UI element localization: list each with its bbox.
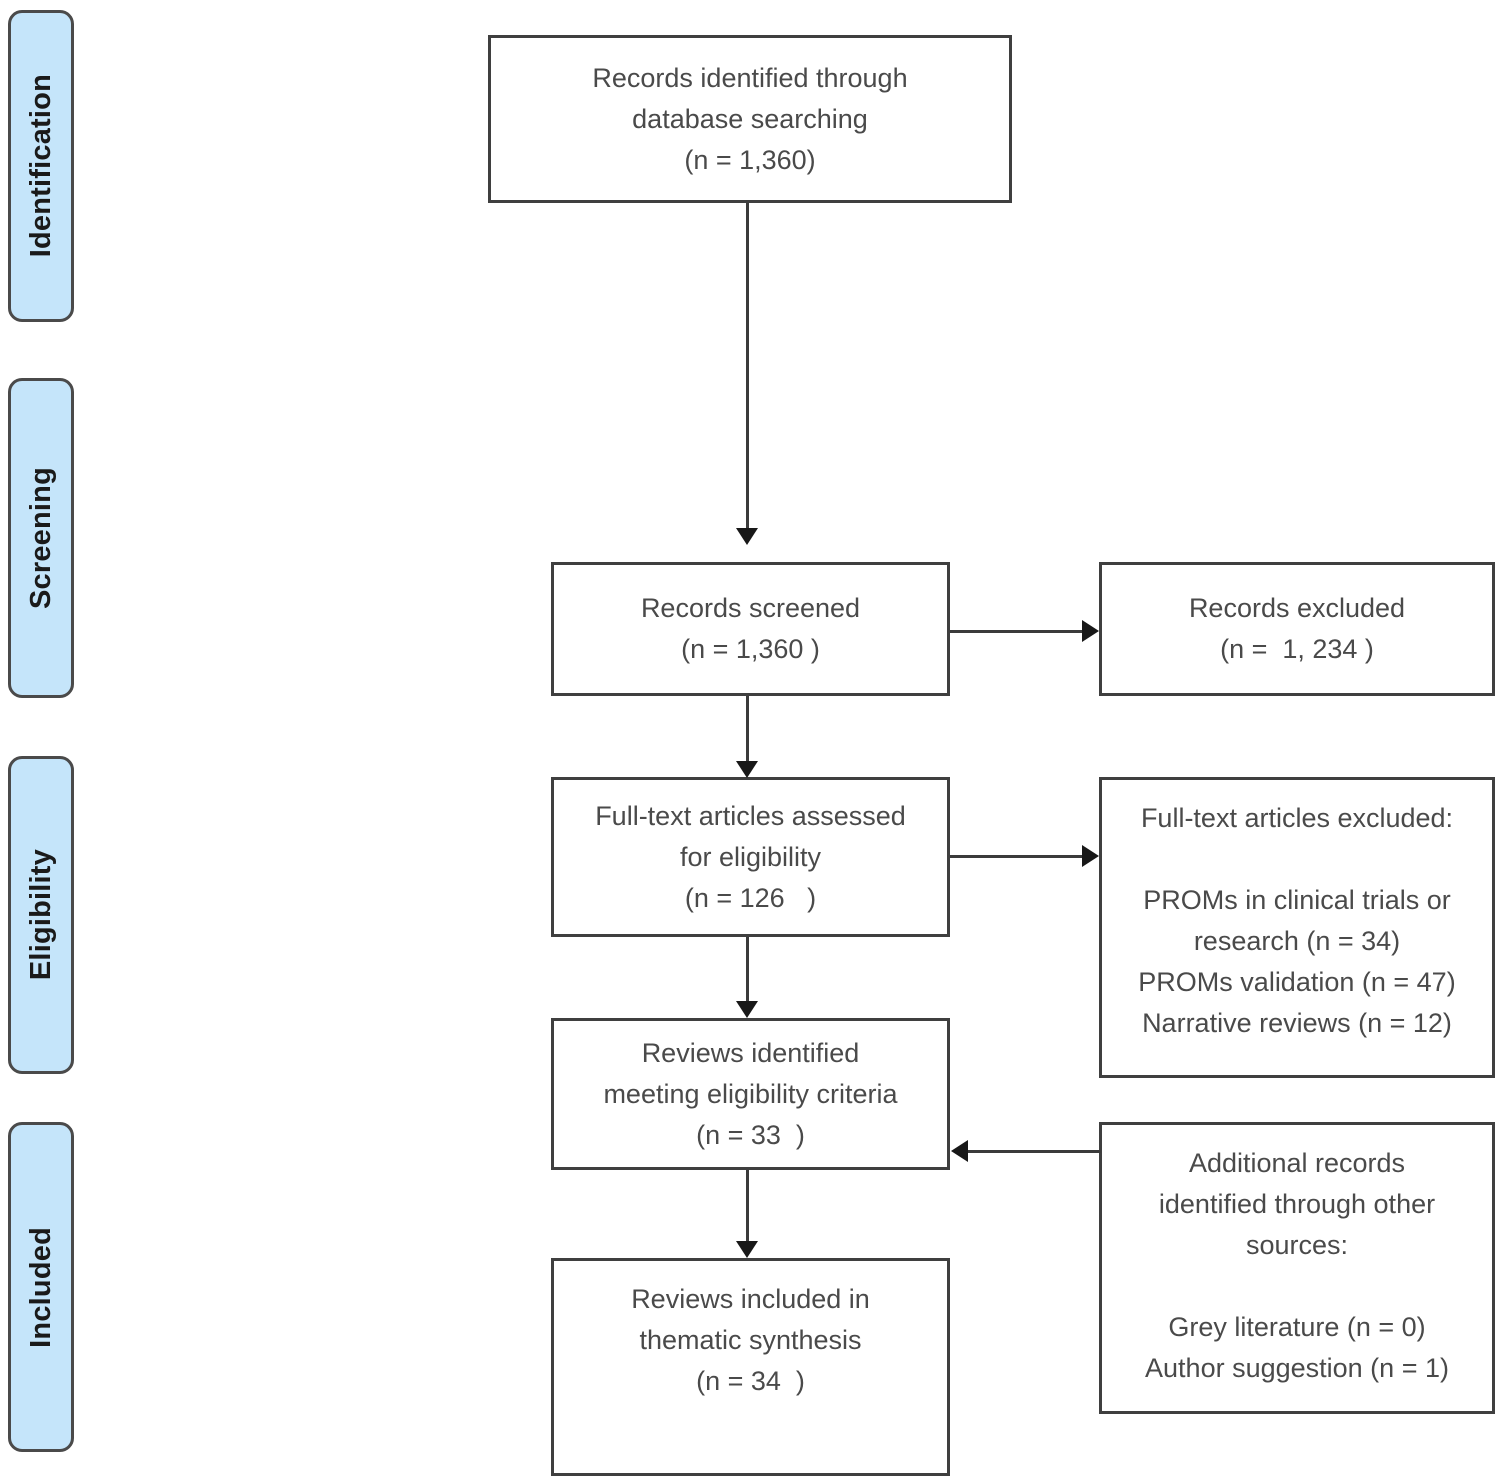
connector-fulltext-to-reviews-line <box>746 937 749 1001</box>
box-fulltext-assessed: Full-text articles assessed for eligibil… <box>551 777 950 937</box>
box-fulltext-excluded-reason3: Narrative reviews (n = 12) <box>1142 1008 1452 1038</box>
box-additional-records-source1: Grey literature (n = 0) <box>1168 1312 1426 1342</box>
stage-label-identification-text: Identification <box>24 74 57 258</box>
connector-additional-to-reviews-line <box>968 1150 1101 1153</box>
box-additional-records-line1: Additional records <box>1188 1148 1406 1178</box>
stage-label-identification: Identification <box>8 10 74 322</box>
box-records-screened-line1: Records screened <box>640 593 861 623</box>
connector-fulltext-to-ftexcluded-arrowhead <box>1082 845 1099 867</box>
stage-label-eligibility: Eligibility <box>8 756 74 1074</box>
connector-screened-to-fulltext-arrowhead <box>736 761 758 778</box>
connector-identified-to-screened-arrowhead <box>736 528 758 545</box>
connector-screened-to-excluded-arrowhead <box>1082 620 1099 642</box>
box-reviews-included-count: (n = 34 ) <box>696 1366 805 1396</box>
box-additional-records-line3: sources: <box>1245 1230 1349 1260</box>
box-additional-records-source2: Author suggestion (n = 1) <box>1145 1353 1449 1383</box>
box-reviews-identified-line2: meeting eligibility criteria <box>603 1078 898 1109</box>
box-fulltext-excluded-reason2: PROMs validation (n = 47) <box>1138 967 1456 997</box>
box-records-excluded-line1: Records excluded <box>1188 593 1406 623</box>
stage-label-eligibility-text: Eligibility <box>24 849 57 981</box>
box-records-identified-line2: database searching <box>632 103 868 134</box>
box-additional-records-line2: identified through other <box>1158 1189 1436 1219</box>
box-records-identified-line1: Records identified through <box>592 62 908 93</box>
connector-fulltext-to-reviews-arrowhead <box>736 1001 758 1018</box>
stage-label-included: Included <box>8 1122 74 1452</box>
connector-additional-to-reviews-arrowhead <box>951 1140 968 1162</box>
box-reviews-identified-line1: Reviews identified <box>641 1037 860 1068</box>
box-fulltext-assessed-line1: Full-text articles assessed <box>595 800 906 831</box>
connector-reviews-to-included-line <box>746 1170 749 1241</box>
connector-identified-to-screened-line <box>746 203 749 528</box>
box-records-identified-count: (n = 1,360) <box>684 144 816 175</box>
connector-reviews-to-included-arrowhead <box>736 1241 758 1258</box>
stage-label-screening: Screening <box>8 378 74 698</box>
box-reviews-included-line1: Reviews included in <box>631 1284 870 1314</box>
box-records-screened: Records screened (n = 1,360 ) <box>551 562 950 696</box>
box-fulltext-excluded-heading: Full-text articles excluded: <box>1140 803 1454 833</box>
stage-label-screening-text: Screening <box>24 466 57 609</box>
connector-fulltext-to-ftexcluded-line <box>950 855 1084 858</box>
connector-screened-to-excluded-line <box>950 630 1084 633</box>
box-fulltext-excluded: Full-text articles excluded: PROMs in cl… <box>1099 777 1495 1078</box>
box-fulltext-assessed-count: (n = 126 ) <box>684 882 817 913</box>
box-records-identified: Records identified through database sear… <box>488 35 1012 203</box>
box-reviews-included: Reviews included in thematic synthesis (… <box>551 1258 950 1476</box>
box-reviews-identified: Reviews identified meeting eligibility c… <box>551 1018 950 1170</box>
box-fulltext-excluded-reason1a: PROMs in clinical trials or <box>1143 885 1451 915</box>
box-records-screened-count: (n = 1,360 ) <box>681 634 820 664</box>
box-reviews-included-line2: thematic synthesis <box>639 1325 862 1355</box>
stage-label-included-text: Included <box>24 1226 57 1348</box>
box-fulltext-assessed-line2: for eligibility <box>679 841 822 872</box>
box-records-excluded: Records excluded (n = 1, 234 ) <box>1099 562 1495 696</box>
connector-screened-to-fulltext-line <box>746 696 749 761</box>
box-additional-records: Additional records identified through ot… <box>1099 1122 1495 1414</box>
box-records-excluded-count: (n = 1, 234 ) <box>1220 634 1374 664</box>
box-reviews-identified-count: (n = 33 ) <box>696 1119 805 1150</box>
box-fulltext-excluded-reason1b: research (n = 34) <box>1193 926 1401 956</box>
